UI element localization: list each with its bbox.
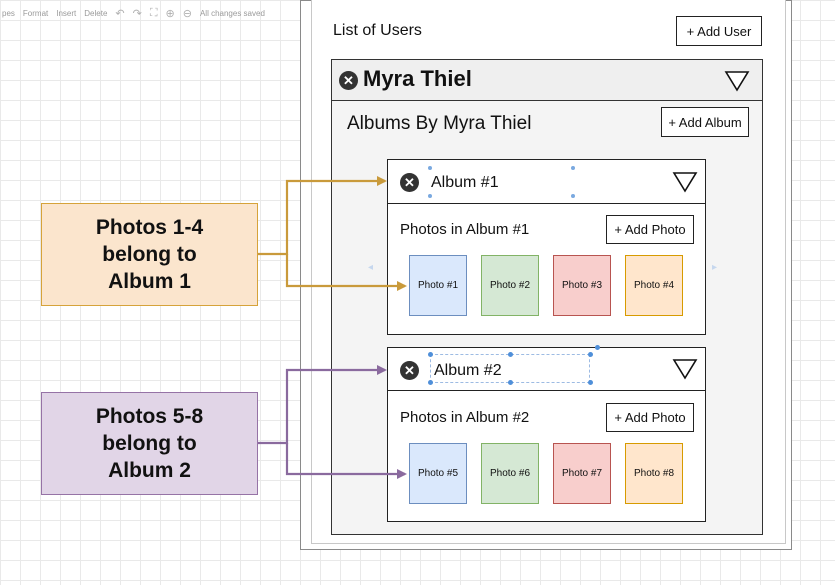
albums-title: Albums By Myra Thiel [347, 113, 532, 134]
fullscreen-icon[interactable]: ⛶ [149, 6, 158, 19]
list-title: List of Users [333, 22, 422, 39]
user-collapse-icon[interactable] [724, 70, 750, 92]
add-photo-button-1[interactable]: + Add Photo [606, 215, 694, 244]
album-title-1[interactable]: Album #1 [431, 174, 499, 191]
photo-tile-1[interactable]: Photo #1 [409, 255, 467, 316]
selection-handle[interactable] [571, 194, 575, 198]
photo-tile-6[interactable]: Photo #6 [481, 443, 539, 504]
photo-tile-7[interactable]: Photo #7 [553, 443, 611, 504]
add-photo-button-2[interactable]: + Add Photo [606, 403, 694, 432]
photos-title-2: Photos in Album #2 [400, 409, 530, 426]
zoom-in-icon[interactable]: ⊕ [165, 7, 175, 20]
user-name: Myra Thiel [363, 66, 472, 91]
photo-tile-5[interactable]: Photo #5 [409, 443, 467, 504]
redo-icon[interactable]: ↷ [132, 7, 142, 20]
photo-tile-4[interactable]: Photo #4 [625, 255, 683, 316]
toolbar-format-label[interactable]: Format [22, 8, 49, 18]
selection-handle[interactable] [508, 380, 513, 385]
selection-handle[interactable] [588, 380, 593, 385]
toolbar-insert-label[interactable]: Insert [56, 8, 77, 18]
user-header [331, 59, 763, 101]
save-status: All changes saved [199, 8, 265, 18]
photo-tile-2[interactable]: Photo #2 [481, 255, 539, 316]
album-title-2[interactable]: Album #2 [434, 362, 502, 379]
selection-handle[interactable] [508, 352, 513, 357]
selection-handle[interactable] [428, 194, 432, 198]
album-2-collapse-icon[interactable] [672, 358, 698, 380]
photo-tile-8[interactable]: Photo #8 [625, 443, 683, 504]
remove-user-icon[interactable]: ✕ [339, 71, 358, 90]
selection-handle[interactable] [571, 166, 575, 170]
toolbar-shapes-label[interactable]: pes [2, 8, 15, 18]
toolbar: pes Format Insert Delete ↶ ↷ ⛶ ⊕ ⊖ All c… [0, 0, 300, 26]
selection-handle[interactable] [428, 166, 432, 170]
remove-album-2-icon[interactable]: ✕ [400, 361, 419, 380]
add-user-button[interactable]: + Add User [676, 16, 762, 46]
album-1-collapse-icon[interactable] [672, 171, 698, 193]
photo-tile-3[interactable]: Photo #3 [553, 255, 611, 316]
remove-album-1-icon[interactable]: ✕ [400, 173, 419, 192]
note-album-1[interactable]: Photos 1-4 belong to Album 1 [41, 203, 258, 306]
undo-icon[interactable]: ↶ [115, 7, 125, 20]
selection-handle[interactable] [588, 352, 593, 357]
toolbar-delete-label[interactable]: Delete [84, 8, 108, 18]
selection-handle[interactable] [428, 352, 433, 357]
album-header-1 [388, 160, 705, 204]
zoom-out-icon[interactable]: ⊖ [182, 7, 192, 20]
selection-box[interactable] [430, 354, 590, 383]
note-album-2[interactable]: Photos 5-8 belong to Album 2 [41, 392, 258, 495]
right-arrow-hint-icon: ▸ [712, 262, 718, 273]
photos-title-1: Photos in Album #1 [400, 221, 530, 238]
rotate-handle[interactable] [595, 345, 600, 350]
left-arrow-hint-icon: ◂ [368, 262, 374, 273]
selection-handle[interactable] [428, 380, 433, 385]
album-header-2 [388, 348, 705, 391]
add-album-button[interactable]: + Add Album [661, 107, 749, 137]
